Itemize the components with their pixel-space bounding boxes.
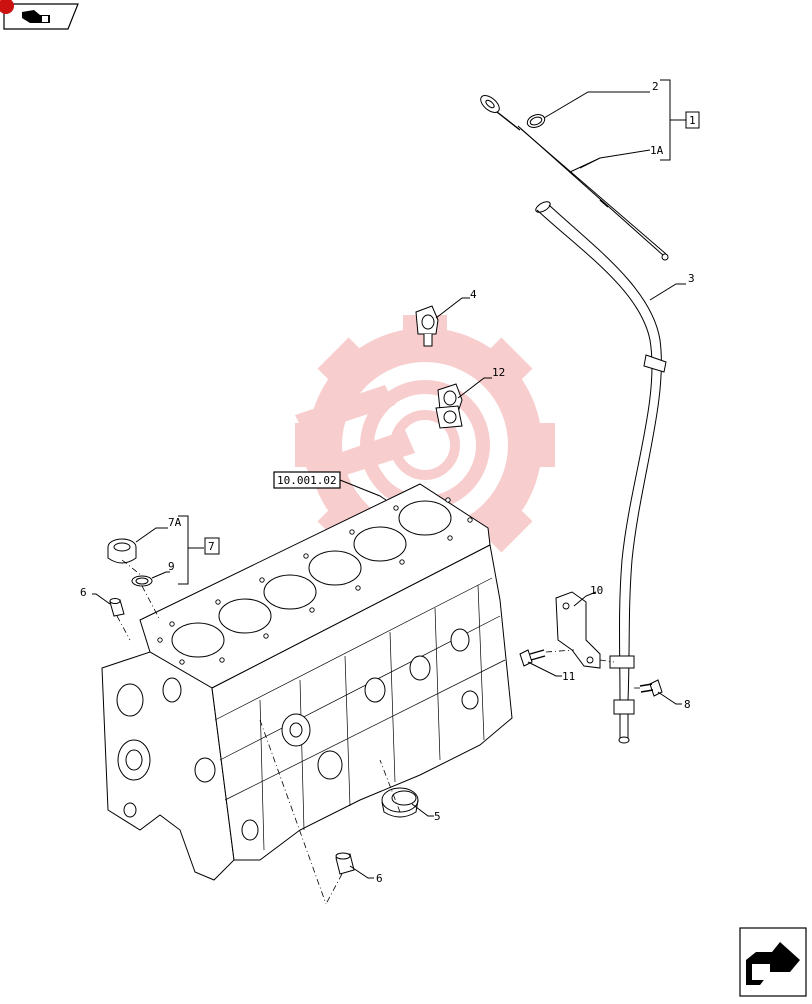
dipstick-part xyxy=(480,95,669,261)
leader-line xyxy=(543,91,650,119)
forward-arrow-icon xyxy=(746,942,800,985)
clip-part-4 xyxy=(415,305,439,347)
dowel-part-upper xyxy=(109,598,125,617)
callout-3: 3 xyxy=(688,272,695,285)
callout-5: 5 xyxy=(434,810,441,823)
next-page-button[interactable] xyxy=(739,927,807,997)
callout-12: 12 xyxy=(492,366,505,379)
bolt-part-8 xyxy=(639,679,663,697)
dowel-part-lower xyxy=(335,852,355,875)
status-badge xyxy=(0,0,14,14)
bolt-part-11 xyxy=(519,649,546,667)
plug-part xyxy=(107,538,137,564)
assembly-line xyxy=(121,559,143,577)
callout-4: 4 xyxy=(470,288,477,301)
watermark-logo xyxy=(295,315,555,575)
callout-1[interactable]: 1 xyxy=(689,114,696,127)
dipstick-tube-part xyxy=(535,201,667,744)
callout-9: 9 xyxy=(168,560,175,573)
bracket-part xyxy=(555,591,601,669)
prev-page-button[interactable] xyxy=(3,3,79,30)
callout-7[interactable]: 7 xyxy=(208,540,215,553)
reference-code[interactable]: 10.001.02 xyxy=(277,474,337,487)
callout-2: 2 xyxy=(652,80,659,93)
callout-6-lower: 6 xyxy=(376,872,383,885)
callout-1a: 1A xyxy=(650,144,664,157)
seal-part xyxy=(381,787,419,818)
callout-7a: 7A xyxy=(168,516,182,529)
back-arrow-icon xyxy=(22,10,50,23)
callout-6-upper: 6 xyxy=(80,586,87,599)
callout-8: 8 xyxy=(684,698,691,711)
clip-part-12 xyxy=(435,383,463,429)
callout-11: 11 xyxy=(562,670,575,683)
callout-10: 10 xyxy=(590,584,603,597)
engine-block xyxy=(101,483,513,881)
